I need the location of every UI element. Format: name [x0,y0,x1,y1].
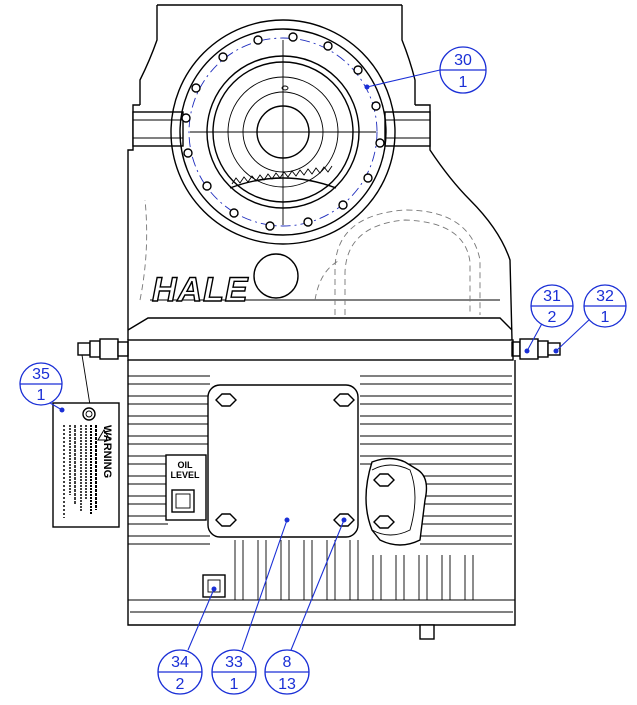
warning-tag: WARNING [52,354,120,528]
hale-logo: HALE [152,271,249,309]
balloon-quantity: 1 [230,676,239,693]
balloon-8: 8 13 [264,649,310,695]
logo-area: HALE [151,253,299,310]
balloon-item-number: 33 [225,654,243,671]
balloon-quantity: 2 [176,676,185,693]
tag-fine-print [63,425,97,518]
oil-level-sight: OIL LEVEL [165,454,207,521]
leader-lines [44,69,592,651]
hidden-lines [139,199,481,315]
lower-housing [127,339,516,640]
balloon-35: 35 1 [19,362,63,406]
cover-plate [207,384,359,538]
balloon-quantity: 1 [601,309,610,326]
balloon-31: 31 2 [530,284,574,328]
oil-label: OIL [178,460,194,470]
oval-plate [365,457,428,546]
balloon-item-number: 31 [543,288,561,305]
balloon-34: 34 2 [157,649,203,695]
balloon-item-number: 35 [32,366,50,383]
balloon-quantity: 2 [548,309,557,326]
balloon-quantity: 13 [278,676,296,693]
right-fitting [511,338,561,360]
balloon-33: 33 1 [211,649,257,695]
cover-bolts [215,393,355,527]
balloon-item-number: 30 [454,52,472,69]
balloon-item-number: 32 [596,288,614,305]
level-label: LEVEL [170,470,200,480]
vertical-ribs [234,540,474,600]
upper-housing [127,4,513,341]
balloon-quantity: 1 [459,74,468,91]
balloon-item-number: 8 [283,654,292,671]
drain-plug [202,574,226,598]
bearing-flange [170,19,396,245]
balloon-32: 32 1 [583,284,627,328]
balloon-30: 30 1 [439,46,487,94]
cooling-fins [128,375,512,545]
left-fitting [77,338,129,360]
warning-heading: WARNING [101,425,113,478]
balloon-item-number: 34 [171,654,189,671]
balloon-quantity: 1 [37,387,46,404]
